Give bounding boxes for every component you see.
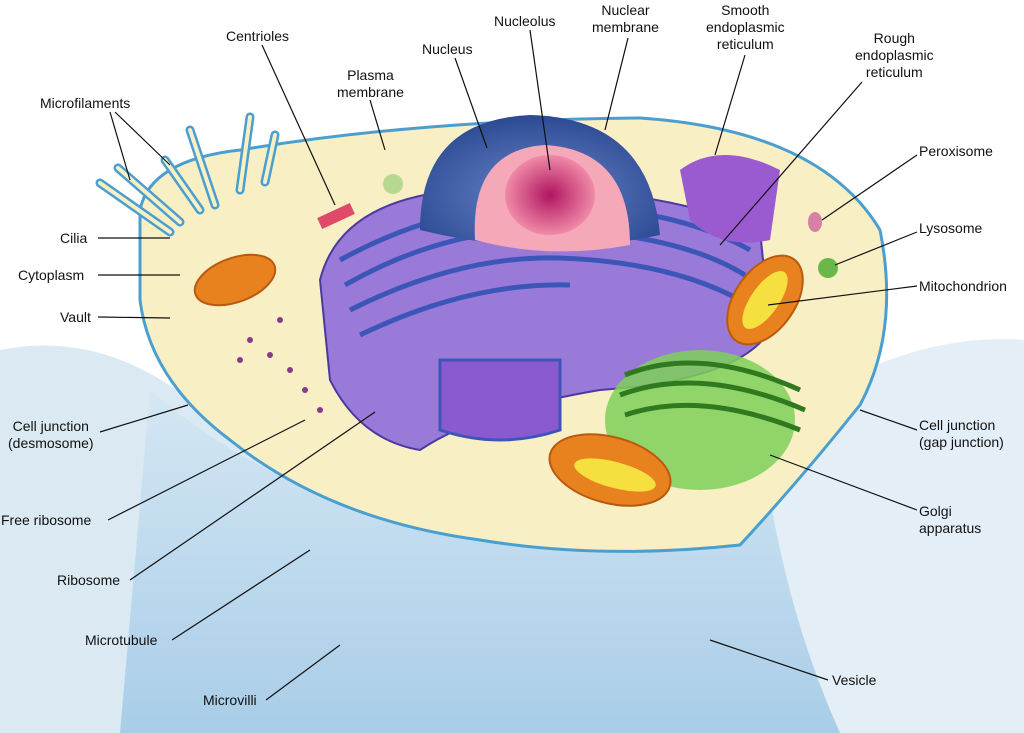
cell-lower-body	[120, 375, 1024, 733]
label-vesicle: Vesicle	[832, 672, 877, 688]
label-line: apparatus	[919, 520, 982, 536]
label-nucleus: Nucleus	[422, 41, 473, 57]
label-line: endoplasmic	[855, 47, 934, 63]
label-line: membrane	[337, 84, 404, 100]
label-cilia: Cilia	[60, 230, 88, 246]
nucleolus	[505, 155, 595, 235]
label-line: Plasma	[347, 67, 394, 83]
smooth-er	[680, 155, 780, 243]
centrioles	[317, 202, 355, 230]
label-lysosome: Lysosome	[919, 220, 983, 236]
leader-lines	[97, 29, 918, 701]
label-line: membrane	[592, 19, 659, 35]
label-line: Cell junction	[919, 417, 996, 433]
label-line: Smooth	[721, 2, 770, 18]
label-line: endoplasmic	[706, 19, 785, 35]
label-peroxisome: Peroxisome	[919, 143, 993, 159]
label-line: Cell junction	[12, 418, 89, 434]
label-microfilaments: Microfilaments	[40, 95, 131, 111]
label-microtubule: Microtubule	[85, 632, 158, 648]
label-microvilli: Microvilli	[203, 692, 257, 708]
label-line: Golgi	[919, 503, 952, 519]
peroxisome	[808, 212, 822, 232]
label-gap-junction: Cell junction(gap junction)	[919, 417, 1004, 451]
label-nucleolus: Nucleolus	[494, 13, 556, 29]
label-line: (gap junction)	[919, 434, 1004, 450]
label-line: Nuclear	[601, 2, 650, 18]
label-free-ribosome: Free ribosome	[1, 512, 92, 528]
label-line: reticulum	[865, 64, 923, 80]
label-line: Rough	[873, 30, 915, 46]
label-desmosome: Cell junction(desmosome)	[8, 418, 94, 452]
label-vault: Vault	[60, 309, 91, 325]
label-line: reticulum	[716, 36, 774, 52]
label-centrioles: Centrioles	[226, 28, 290, 44]
label-ribosome: Ribosome	[57, 572, 121, 588]
label-cytoplasm: Cytoplasm	[18, 267, 85, 283]
free-ribosomes	[237, 317, 323, 413]
lysosome	[818, 258, 838, 278]
label-mitochondrion: Mitochondrion	[919, 278, 1007, 294]
label-line: (desmosome)	[8, 435, 94, 451]
